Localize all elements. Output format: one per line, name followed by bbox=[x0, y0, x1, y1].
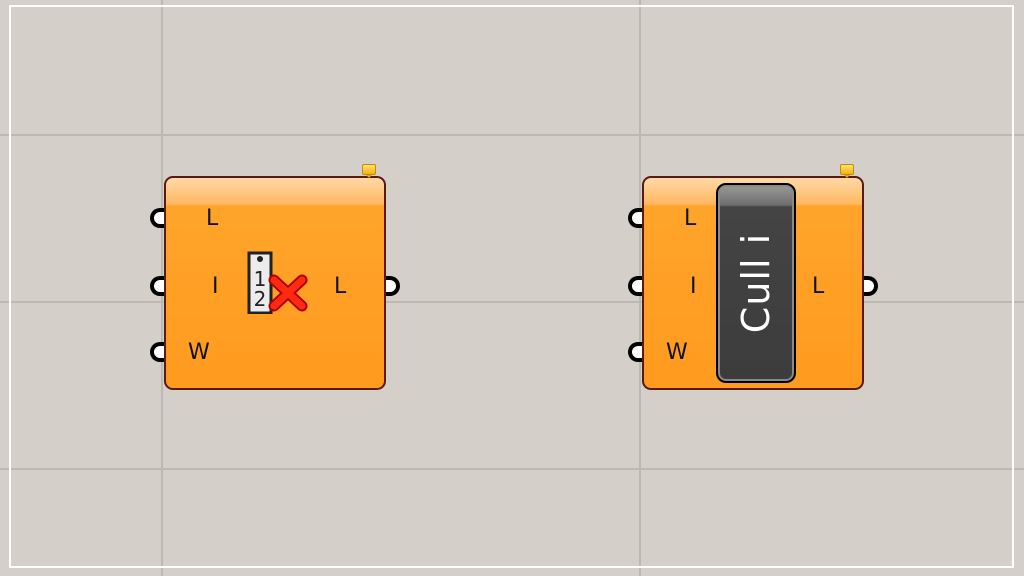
input-label-l: L bbox=[206, 206, 219, 231]
output-label-l: L bbox=[812, 274, 825, 299]
input-label-i: I bbox=[212, 274, 219, 299]
input-port-indices[interactable] bbox=[150, 276, 164, 296]
grid-line-horizontal bbox=[0, 134, 1024, 136]
input-port-wrap[interactable] bbox=[150, 342, 164, 362]
input-port-wrap[interactable] bbox=[628, 342, 642, 362]
cull-index-component-text[interactable]: L I W L Cull i bbox=[628, 164, 878, 390]
preview-flag-icon bbox=[840, 164, 854, 178]
cull-index-component-icon[interactable]: L I W L 1 2 bbox=[150, 164, 400, 390]
input-label-w: W bbox=[188, 340, 210, 365]
svg-text:1: 1 bbox=[254, 267, 267, 291]
component-nickname-capsule: Cull i bbox=[716, 183, 796, 383]
output-port-list[interactable] bbox=[864, 276, 878, 296]
grid-line-horizontal bbox=[0, 468, 1024, 470]
input-label-i: I bbox=[690, 274, 697, 299]
input-port-indices[interactable] bbox=[628, 276, 642, 296]
component-nickname: Cull i bbox=[734, 232, 778, 334]
output-port-list[interactable] bbox=[386, 276, 400, 296]
input-port-list[interactable] bbox=[628, 208, 642, 228]
grid-line-horizontal bbox=[0, 301, 1024, 303]
input-port-list[interactable] bbox=[150, 208, 164, 228]
svg-text:2: 2 bbox=[254, 287, 267, 311]
preview-flag-icon bbox=[362, 164, 376, 178]
input-label-l: L bbox=[684, 206, 697, 231]
output-label-l: L bbox=[334, 274, 347, 299]
cull-index-icon: 1 2 bbox=[246, 250, 310, 315]
input-label-w: W bbox=[666, 340, 688, 365]
